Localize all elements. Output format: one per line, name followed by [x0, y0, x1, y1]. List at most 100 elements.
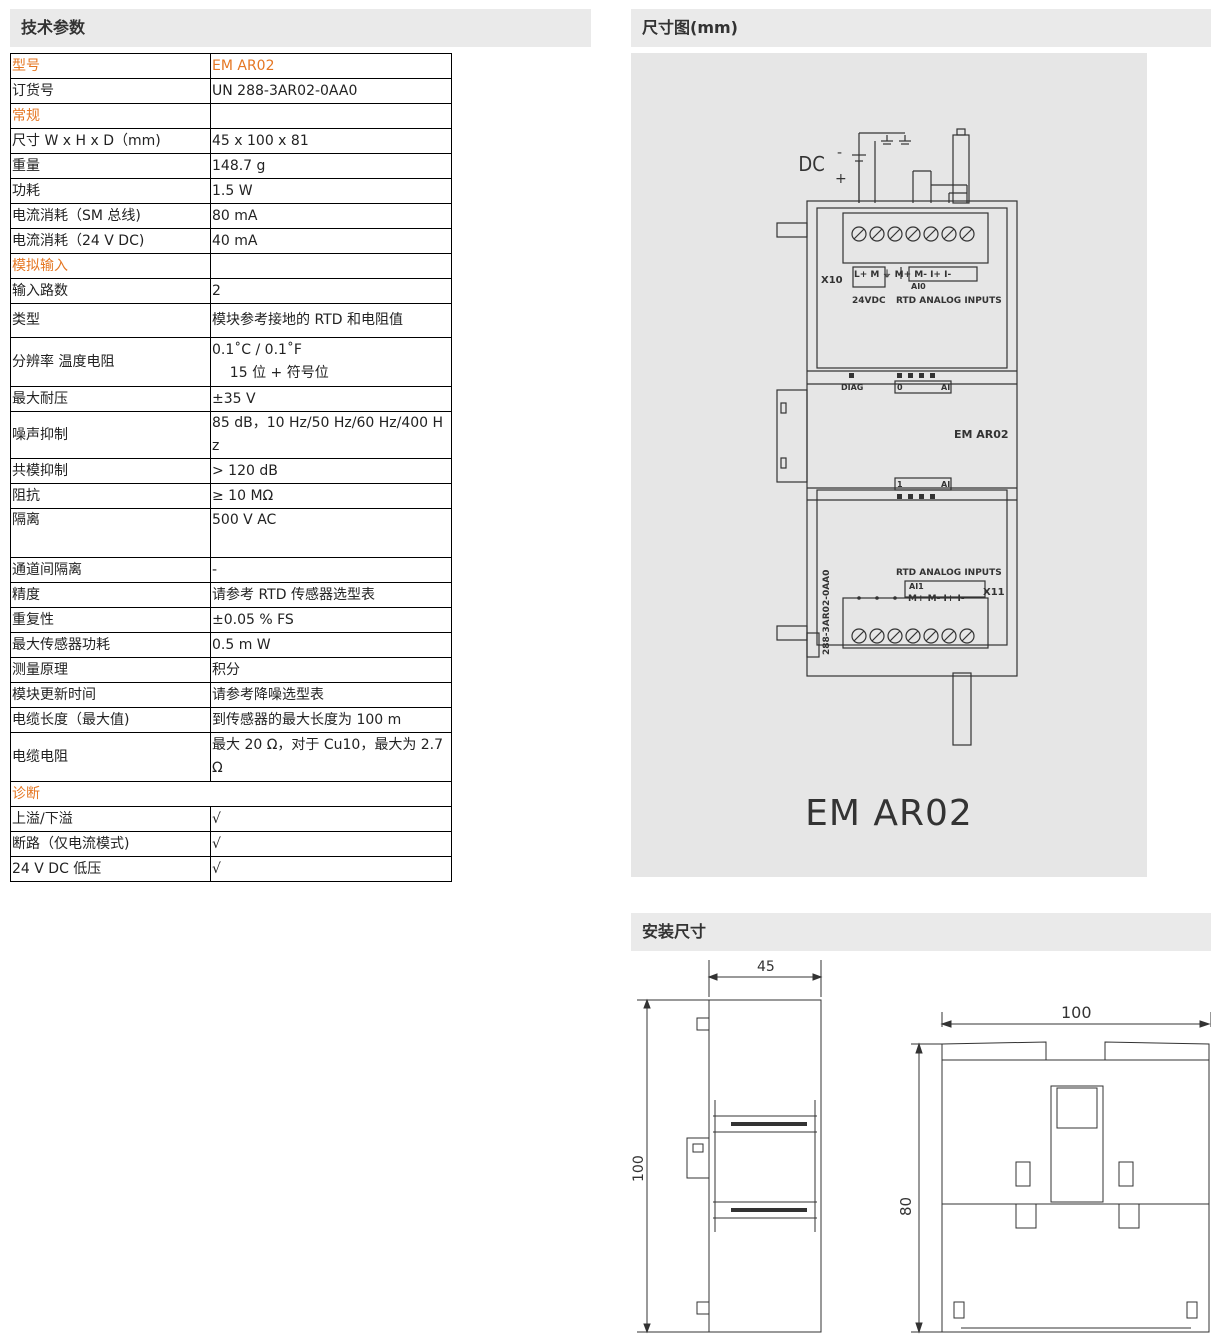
height-dim-label: 100 [631, 1155, 647, 1182]
spec-key: 尺寸 W x H x D（mm) [10, 128, 211, 154]
spec-key: 电缆长度（最大值) [10, 707, 211, 733]
screw-slot [871, 630, 883, 642]
spec-key: 上溢/下溢 [10, 806, 211, 832]
spec-value: 500 V AC [210, 508, 452, 558]
spec-row: 测量原理积分 [10, 657, 452, 683]
spec-value: EM AR02 [210, 53, 452, 79]
ai0-label: AI0 [911, 282, 926, 291]
spec-row: 电流消耗（SM 总线)80 mA [10, 203, 452, 229]
spec-row: 模块更新时间请参考降噪选型表 [10, 682, 452, 708]
spec-key: 重量 [10, 153, 211, 179]
spec-value [210, 253, 452, 279]
spec-row: 尺寸 W x H x D（mm)45 x 100 x 81 [10, 128, 452, 154]
spec-key: 精度 [10, 582, 211, 608]
spec-key: 模块更新时间 [10, 682, 211, 708]
spec-row: 最大耐压±35 V [10, 386, 452, 412]
spec-key: 通道间隔离 [10, 557, 211, 583]
spec-value-line: 0.1˚C / 0.1˚F [212, 342, 302, 358]
dimension-drawing-header: 尺寸图(mm) [631, 9, 1211, 47]
spec-value: ±35 V [210, 386, 452, 412]
spec-value-line: 15 位 + 符号位 [212, 365, 329, 381]
rtd-inputs-top: RTD ANALOG INPUTS [896, 296, 1002, 306]
screw-slot [853, 228, 865, 240]
ai1-label: AI1 [909, 582, 924, 591]
top-terminal-labels: L+ M ⏚ M+ M- I+ I- [854, 269, 951, 280]
spec-value: 45 x 100 x 81 [210, 128, 452, 154]
screw-terminal [851, 226, 867, 242]
spec-row: 重复性±0.05 % FS [10, 607, 452, 633]
spec-value: 80 mA [210, 203, 452, 229]
spec-key: 隔离 [10, 508, 211, 558]
spec-value: √ [210, 806, 452, 832]
one-label: 1 [897, 480, 903, 489]
spec-section-label: 常规 [10, 103, 211, 129]
screw-slot [907, 228, 919, 240]
spec-key: 电流消耗（24 V DC) [10, 228, 211, 254]
screw-slot [907, 630, 919, 642]
spec-row: 精度请参考 RTD 传感器选型表 [10, 582, 452, 608]
x11-label: X11 [983, 587, 1005, 598]
spec-section-label: 模拟输入 [10, 253, 211, 279]
spec-key: 重复性 [10, 607, 211, 633]
module-drawing-panel: DC - + X10 L+ M ⏚ M+ M- I+ I- AI0 24VDC … [631, 53, 1147, 877]
spec-key: 24 V DC 低压 [10, 856, 211, 882]
spec-key: 电缆电阻 [10, 732, 211, 782]
spec-row: 诊断 [10, 781, 452, 807]
x10-label: X10 [821, 275, 843, 286]
spec-row: 阻抗≥ 10 MΩ [10, 483, 452, 509]
bottom-terminal-labels: M+ M- I+ I- [908, 594, 965, 604]
tech-params-header: 技术参数 [10, 9, 591, 47]
screw-terminal [905, 226, 921, 242]
spec-section-label: 型号 [10, 53, 211, 79]
screw-slot [871, 228, 883, 240]
spec-value [210, 103, 452, 129]
screw-terminal [941, 628, 957, 644]
screw-terminal [851, 628, 867, 644]
spec-key: 类型 [10, 303, 211, 338]
screw-terminal [905, 628, 921, 644]
spec-value: 请参考降噪选型表 [210, 682, 452, 708]
spec-value: 2 [210, 278, 452, 304]
spec-value: 148.7 g [210, 153, 452, 179]
spec-key: 最大耐压 [10, 386, 211, 412]
spec-value: 积分 [210, 657, 452, 683]
screw-slot [961, 228, 973, 240]
spec-value: - [210, 557, 452, 583]
spec-value: 0.5 m W [210, 632, 452, 658]
screw-terminal [869, 628, 885, 644]
module-drawing: DC - + X10 L+ M ⏚ M+ M- I+ I- AI0 24VDC … [776, 128, 1018, 746]
spec-row: 通道间隔离 - [10, 557, 452, 583]
spec-row: 模拟输入 [10, 253, 452, 279]
width-dim-label: 45 [757, 959, 775, 975]
zero-label: 0 [897, 383, 903, 392]
length-dim-label: 100 [1061, 1003, 1092, 1022]
spec-value: ±0.05 % FS [210, 607, 452, 633]
minus-label: - [837, 145, 842, 161]
spec-row: 电流消耗（24 V DC)40 mA [10, 228, 452, 254]
spec-value: 0.1˚C / 0.1˚F 15 位 + 符号位 [210, 337, 452, 387]
dc-label: DC [798, 153, 824, 176]
spec-key: 测量原理 [10, 657, 211, 683]
rtd-inputs-bottom: RTD ANALOG INPUTS [896, 568, 1002, 578]
screw-terminal [959, 628, 975, 644]
screw-slot [943, 630, 955, 642]
front-model-label: EM AR02 [954, 428, 1009, 441]
spec-value: √ [210, 831, 452, 857]
supply-label: 24VDC [852, 296, 886, 306]
depth-dim-label: 80 [897, 1197, 915, 1216]
spec-row: 上溢/下溢√ [10, 806, 452, 832]
spec-row: 电缆长度（最大值)到传感器的最大长度为 100 m [10, 707, 452, 733]
spec-value: 最大 20 Ω，对于 Cu10，最大为 2.7 Ω [210, 732, 452, 782]
spec-row: 24 V DC 低压√ [10, 856, 452, 882]
ai-label-bottom: AI [941, 480, 950, 489]
spec-row: 电缆电阻最大 20 Ω，对于 Cu10，最大为 2.7 Ω [10, 732, 452, 782]
screw-terminal [923, 226, 939, 242]
spec-value: √ [210, 856, 452, 882]
spec-key: 阻抗 [10, 483, 211, 509]
